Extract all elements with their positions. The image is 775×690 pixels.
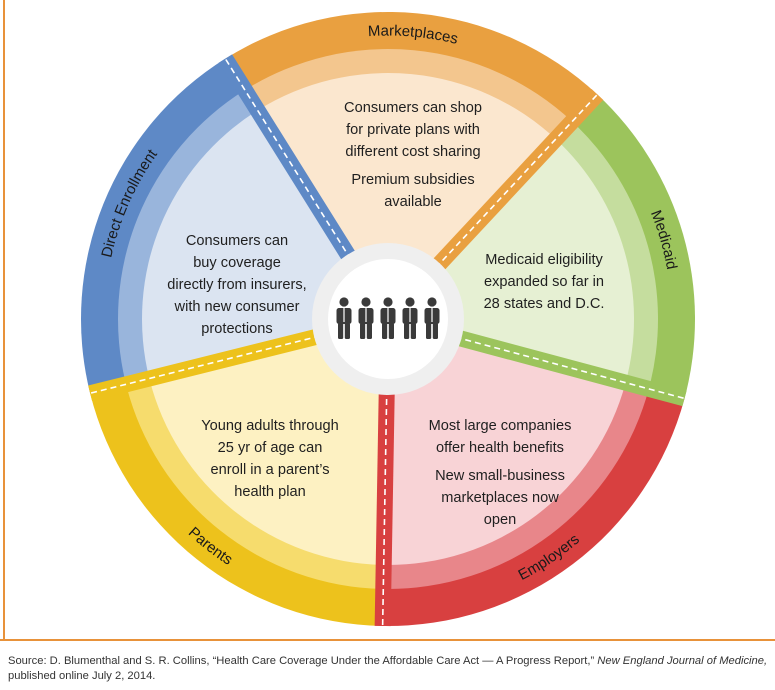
person-icon — [336, 297, 352, 339]
segment-parents-line: 25 yr of age can — [218, 440, 323, 456]
segment-employers-line: open — [484, 512, 516, 528]
segment-employers-inner-area — [383, 319, 626, 565]
segment-parents-line: enroll in a parent’s — [211, 462, 330, 478]
segment-marketplaces-line: Consumers can shop — [344, 100, 482, 116]
person-icon — [380, 297, 396, 339]
segment-direct-enrollment-line: protections — [201, 321, 272, 337]
source-journal-name: New England Journal of Medicine, — [597, 655, 768, 667]
segment-employers-line: marketplaces now — [441, 490, 559, 506]
source-citation-date: published online July 2, 2014. — [8, 670, 156, 682]
segment-marketplaces-line: different cost sharing — [345, 144, 480, 160]
segment-employers-line: offer health benefits — [436, 440, 564, 456]
person-icon — [358, 297, 374, 339]
divider-dash-medicaid-employers — [445, 333, 685, 400]
person-icon — [402, 297, 418, 339]
segment-parents — [90, 319, 389, 626]
segment-employers-line: Most large companies — [429, 418, 572, 434]
segment-medicaid-line: Medicaid eligibility — [485, 252, 603, 268]
wheel-dividers — [88, 54, 687, 627]
group-of-people-icon — [336, 297, 440, 339]
segment-parents-inner-area — [149, 319, 388, 565]
source-citation-text: Source: D. Blumenthal and S. R. Collins,… — [8, 655, 598, 667]
segment-direct-enrollment-line: Consumers can — [186, 233, 288, 249]
segment-direct-enrollment-line: buy coverage — [193, 255, 281, 271]
segment-employers-line: New small-business — [435, 468, 565, 484]
segment-parents-line: Young adults through — [201, 418, 338, 434]
segment-marketplaces-inner-area — [257, 73, 556, 320]
segment-medicaid-line: 28 states and D.C. — [484, 296, 605, 312]
wheel-center — [312, 243, 464, 395]
wheel-sectors — [81, 11, 696, 626]
divider-dash-marketplaces-medicaid — [428, 93, 598, 276]
divider-dash-parents-direct-enrollment — [89, 332, 330, 395]
segment-medicaid-description: Medicaid eligibility expanded so far in 28… — [484, 252, 605, 312]
divider-dash-direct-enrollment-marketplaces — [224, 58, 357, 269]
segment-parents-line: health plan — [234, 484, 305, 500]
segment-marketplaces-line: for private plans with — [346, 122, 480, 138]
segment-marketplaces-line: Premium subsidies — [351, 172, 474, 188]
person-icon — [424, 297, 440, 339]
divider-dash-employers-parents — [381, 378, 388, 626]
segment-parents-description: Young adults through 25 yr of age can enro… — [201, 418, 338, 500]
frame-bottom-rule — [0, 639, 775, 641]
segment-direct-enrollment-description: Consumers can buy coverage directly from i… — [167, 233, 306, 337]
segment-direct-enrollment-line: directly from insurers, — [167, 277, 306, 293]
segment-direct-enrollment-line: with new consumer — [174, 299, 300, 315]
source-citation: Source: D. Blumenthal and S. R. Collins,… — [8, 654, 768, 684]
segment-marketplaces — [225, 11, 598, 320]
segment-medicaid-line: expanded so far in — [484, 274, 604, 290]
segment-marketplaces-line: available — [384, 194, 442, 210]
coverage-wheel-diagram: Consumers can shop for private plans with… — [81, 11, 696, 627]
segment-employers-description: Most large companies offer health benefit… — [429, 418, 572, 528]
segment-employers — [382, 319, 685, 626]
frame-left-rule — [3, 0, 5, 641]
segment-marketplaces-description: Consumers can shop for private plans with… — [344, 100, 482, 210]
